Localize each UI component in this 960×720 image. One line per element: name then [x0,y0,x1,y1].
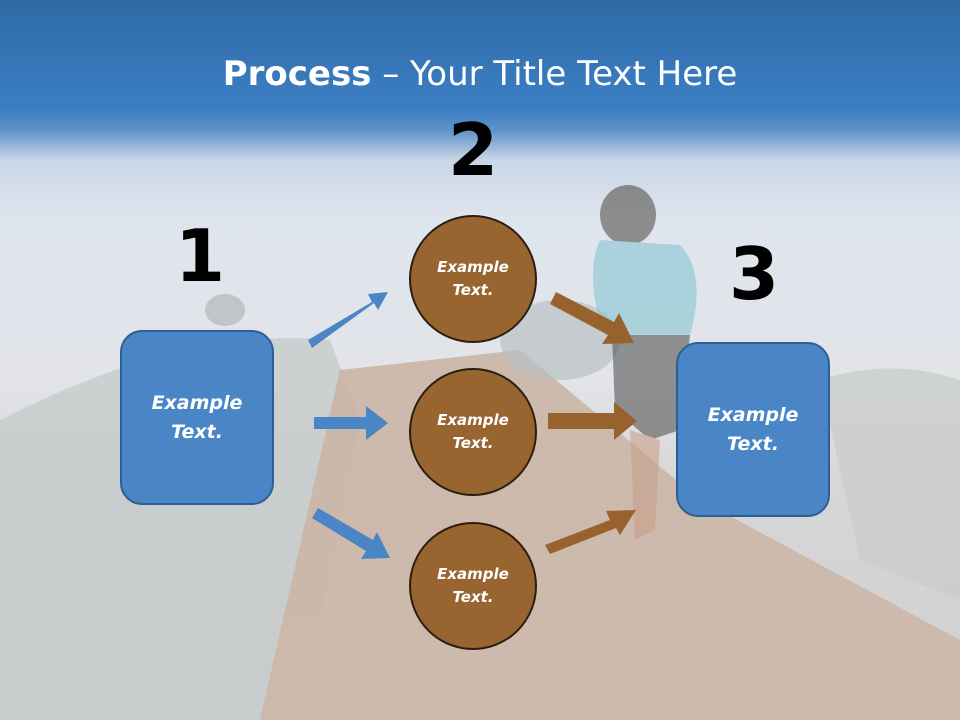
circle-top: Example Text. [409,215,537,343]
step-number-3: 3 [728,232,780,316]
circle-middle-text: Example Text. [437,411,509,452]
blue-arrow-up [308,292,388,348]
right-box-text: Example Text. [707,403,799,455]
blue-arrow-down [312,508,390,559]
brown-arrow-middle [548,402,637,440]
brown-arrow-up [545,510,636,554]
bush [205,294,245,326]
grass-right [820,368,960,600]
right-box: Example Text. [676,342,830,517]
circle-top-text: Example Text. [437,258,509,299]
step-number-2: 2 [447,108,499,192]
step-number-1: 1 [174,214,226,298]
runner-silhouette [593,185,697,540]
left-box-text: Example Text. [151,391,243,443]
title-bold: Process [222,54,372,94]
left-box: Example Text. [120,330,274,505]
circle-bottom: Example Text. [409,522,537,650]
blue-arrow-middle [314,406,388,440]
circle-middle: Example Text. [409,368,537,496]
slide-title: Process – Your Title Text Here [0,52,960,96]
circle-bottom-text: Example Text. [437,565,509,606]
title-rest: – Your Title Text Here [371,54,738,94]
brown-arrow-down [550,292,634,344]
